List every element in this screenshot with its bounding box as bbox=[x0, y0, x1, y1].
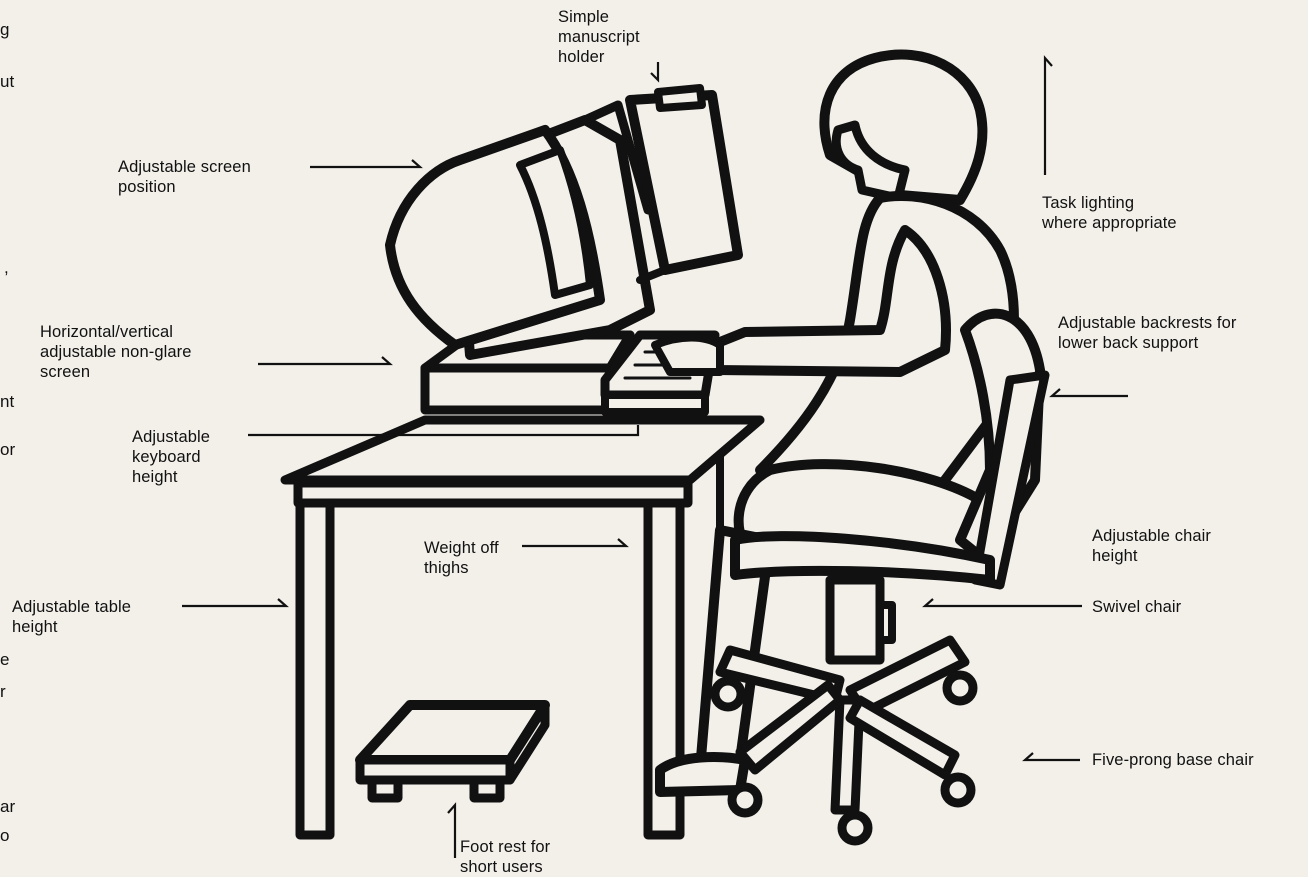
label-five-prong-base: Five-prong base chair bbox=[1092, 750, 1254, 770]
label-non-glare-screen: Horizontal/vertical adjustable non-glare… bbox=[40, 322, 192, 382]
leader-table-height bbox=[182, 599, 286, 606]
leader-task-lighting bbox=[1045, 58, 1052, 175]
label-manuscript-holder: Simple manuscript holder bbox=[558, 7, 640, 67]
label-screen-position: Adjustable screen position bbox=[118, 157, 251, 197]
label-swivel-chair: Swivel chair bbox=[1092, 597, 1181, 617]
leader-foot-rest bbox=[448, 805, 455, 858]
label-chair-height: Adjustable chair height bbox=[1092, 526, 1211, 566]
leader-weight-off-thighs bbox=[522, 539, 626, 546]
monitor bbox=[390, 105, 650, 410]
leader-swivel-chair bbox=[925, 599, 1082, 606]
manuscript-holder bbox=[630, 88, 738, 280]
foot-rest bbox=[360, 705, 545, 798]
leader-manuscript-holder bbox=[651, 62, 658, 80]
label-task-lighting: Task lighting where appropriate bbox=[1042, 193, 1177, 233]
label-keyboard-height: Adjustable keyboard height bbox=[132, 427, 210, 487]
label-backrest: Adjustable backrests for lower back supp… bbox=[1058, 313, 1237, 353]
label-table-height: Adjustable table height bbox=[12, 597, 131, 637]
leader-backrest bbox=[1052, 389, 1128, 396]
leader-non-glare-screen bbox=[258, 357, 390, 364]
label-weight-off-thighs: Weight off thighs bbox=[424, 538, 499, 578]
leader-five-prong bbox=[1025, 753, 1080, 760]
leader-screen-position bbox=[310, 160, 420, 167]
label-foot-rest: Foot rest for short users bbox=[460, 837, 550, 877]
